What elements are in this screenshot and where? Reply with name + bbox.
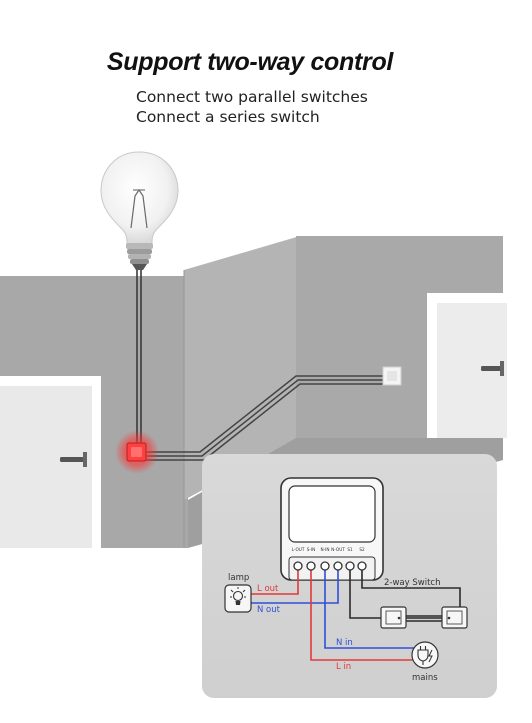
panel-wiring (250, 569, 461, 661)
terminal-screw-icon (345, 561, 355, 571)
terminal-label-l-out: L-OUT (292, 547, 305, 552)
two-way-switch-label: 2-way Switch (384, 578, 440, 588)
terminal-label-n-out: N-OUT (331, 547, 345, 552)
lamp-icon (224, 584, 252, 613)
lamp-label: lamp (228, 573, 249, 583)
light-bulb-icon (100, 151, 179, 270)
l-out-label: L out (257, 584, 279, 594)
wiring-diagram-panel: L-OUT S-IN N-IN N-OUT S1 S2 (202, 454, 497, 698)
terminal-labels: L-OUT S-IN N-IN N-OUT S1 S2 (292, 547, 365, 552)
subtitle-line-2: Connect a series switch (136, 108, 320, 126)
terminal-label-s-in: S-IN (307, 547, 316, 552)
terminal-screw-icon (357, 561, 367, 571)
terminal-screw-icon (333, 561, 343, 571)
terminal-screw-icon (320, 561, 330, 571)
n-out-label: N out (257, 605, 281, 615)
smart-relay-module (115, 430, 159, 474)
left-door (0, 376, 101, 548)
terminal-screws (293, 561, 367, 571)
door-handle-icon (481, 366, 501, 371)
terminal-label-n-in: N-IN (320, 547, 329, 552)
wall-wiring (136, 267, 387, 461)
right-door (427, 293, 507, 438)
switch-module-device (280, 477, 384, 581)
terminal-label-s2: S2 (359, 547, 365, 552)
door-handle-icon (60, 457, 84, 462)
l-in-label: L in (336, 662, 351, 672)
n-in-label: N in (336, 638, 353, 648)
wall-switch (382, 366, 402, 386)
two-way-switch-icon (380, 606, 468, 629)
subtitle-line-1: Connect two parallel switches (136, 88, 368, 106)
mains-label: mains (412, 673, 438, 683)
terminal-label-s1: S1 (347, 547, 353, 552)
terminal-screw-icon (293, 561, 303, 571)
terminal-screw-icon (306, 561, 316, 571)
side-wall (184, 236, 300, 500)
page-title: Support two-way control (106, 48, 394, 76)
mains-plug-icon (411, 641, 439, 669)
